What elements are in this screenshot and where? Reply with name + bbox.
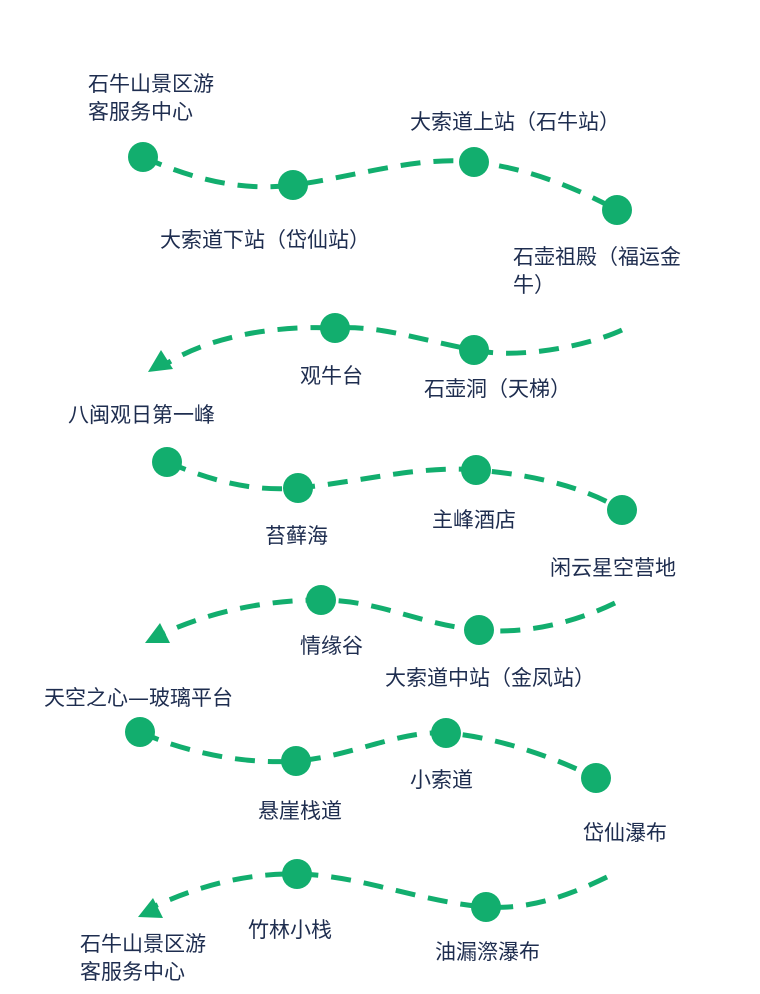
stop-label-line: 悬崖栈道 bbox=[258, 799, 342, 823]
stop-label-line: 大索道下站（岱仙站） bbox=[160, 228, 370, 252]
stop-dot-visitor-center-start bbox=[128, 142, 158, 172]
stop-label-cliff-plank-road: 悬崖栈道 bbox=[258, 797, 342, 825]
stop-label-love-valley: 情缘谷 bbox=[300, 632, 363, 660]
stop-label-small-cableway: 小索道 bbox=[410, 766, 473, 794]
route-segment-1 bbox=[141, 154, 619, 213]
stop-label-youlouji-waterfall: 油漏漈瀑布 bbox=[435, 938, 540, 966]
stop-label-line: 大索道中站（金凤站） bbox=[385, 666, 595, 690]
stop-dot-small-cableway bbox=[431, 718, 461, 748]
stop-label-line: 岱仙瀑布 bbox=[583, 821, 667, 845]
route-segment-6 bbox=[153, 871, 609, 910]
stop-dot-starry-campsite bbox=[607, 495, 637, 525]
stop-dot-bamboo-inn bbox=[282, 859, 312, 889]
stop-dot-youlouji-waterfall bbox=[471, 892, 501, 922]
stop-label-line: 竹林小栈 bbox=[248, 918, 332, 942]
stop-dot-upper-cableway bbox=[459, 147, 489, 177]
stop-label-line: 石壶祖殿（福运金 bbox=[513, 245, 681, 269]
stop-label-line: 客服务中心 bbox=[88, 100, 193, 124]
stop-label-line: 天空之心—玻璃平台 bbox=[44, 686, 233, 710]
stop-label-line: 八闽观日第一峰 bbox=[68, 403, 215, 427]
route-segment-5 bbox=[138, 729, 598, 781]
stop-label-line: 牛） bbox=[513, 273, 555, 297]
stop-label-line: 观牛台 bbox=[300, 364, 363, 388]
stop-label-line: 油漏漈瀑布 bbox=[435, 940, 540, 964]
stop-dot-middle-cableway bbox=[464, 615, 494, 645]
route-segment-2 bbox=[161, 325, 624, 369]
stop-dot-summit-hotel bbox=[461, 455, 491, 485]
stop-dot-cliff-plank-road bbox=[281, 746, 311, 776]
stop-label-bamboo-inn: 竹林小栈 bbox=[248, 916, 332, 944]
stop-label-line: 大索道上站（石牛站） bbox=[410, 110, 620, 134]
stop-label-daixian-waterfall: 岱仙瀑布 bbox=[583, 819, 667, 847]
direction-arrow-icon bbox=[148, 350, 173, 372]
stop-dot-moss-sea bbox=[283, 473, 313, 503]
stop-label-line: 情缘谷 bbox=[300, 634, 363, 658]
stop-label-moss-sea: 苔藓海 bbox=[265, 522, 328, 550]
stop-label-stone-pot-cave: 石壶洞（天梯） bbox=[424, 375, 571, 403]
direction-arrow-icon bbox=[138, 898, 163, 918]
stop-dot-love-valley bbox=[306, 585, 336, 615]
stop-label-ancestral-temple: 石壶祖殿（福运金 牛） bbox=[513, 243, 681, 299]
stop-label-line: 闲云星空营地 bbox=[550, 556, 676, 580]
stop-label-lower-cableway: 大索道下站（岱仙站） bbox=[160, 226, 370, 254]
stop-label-visitor-center-start: 石牛山景区游 客服务中心 bbox=[88, 70, 214, 126]
stop-label-upper-cableway: 大索道上站（石牛站） bbox=[410, 108, 620, 136]
stop-label-ox-viewing-platform: 观牛台 bbox=[300, 362, 363, 390]
stop-label-line: 石壶洞（天梯） bbox=[424, 377, 571, 401]
stop-dot-ox-viewing-platform bbox=[320, 313, 350, 343]
stop-dot-ancestral-temple bbox=[602, 195, 632, 225]
stop-dot-stone-pot-cave bbox=[459, 335, 489, 365]
stop-label-line: 小索道 bbox=[410, 768, 473, 792]
stop-label-visitor-center-end: 石牛山景区游 客服务中心 bbox=[80, 930, 206, 986]
direction-arrow-icon bbox=[145, 623, 170, 643]
stop-label-line: 苔藓海 bbox=[265, 524, 328, 548]
stop-dot-lower-cableway bbox=[278, 170, 308, 200]
stop-label-summit-hotel: 主峰酒店 bbox=[432, 506, 516, 534]
stop-label-line: 石牛山景区游 bbox=[88, 72, 214, 96]
stop-label-sunrise-peak: 八闽观日第一峰 bbox=[68, 401, 215, 429]
route-segment-3 bbox=[166, 459, 624, 513]
stop-label-line: 客服务中心 bbox=[80, 960, 185, 984]
stop-label-line: 石牛山景区游 bbox=[80, 932, 206, 956]
stop-label-middle-cableway: 大索道中站（金凤站） bbox=[385, 664, 595, 692]
stop-dot-sunrise-peak bbox=[152, 447, 182, 477]
stop-label-starry-campsite: 闲云星空营地 bbox=[550, 554, 676, 582]
stop-label-glass-platform: 天空之心—玻璃平台 bbox=[44, 684, 233, 712]
stop-dot-daixian-waterfall bbox=[581, 763, 611, 793]
stop-label-line: 主峰酒店 bbox=[432, 508, 516, 532]
stop-dot-glass-platform bbox=[125, 717, 155, 747]
route-segment-4 bbox=[160, 597, 617, 637]
